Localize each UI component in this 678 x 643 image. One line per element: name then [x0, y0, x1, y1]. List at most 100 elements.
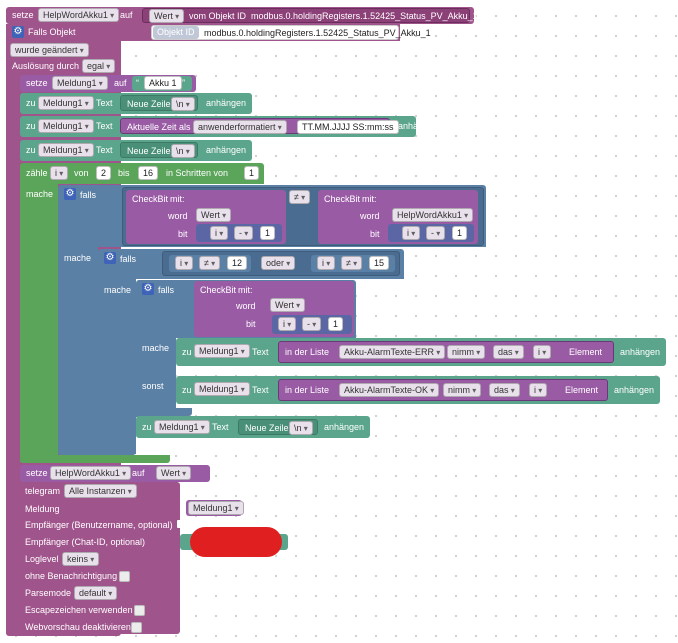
parsemode-dropdown[interactable]: default	[74, 586, 118, 600]
checkbit-block-3[interactable]: CheckBit mit: word Wert bit i - 1	[194, 281, 354, 337]
gear-icon[interactable]: ⚙	[104, 252, 116, 264]
append-block-2[interactable]: zu Meldung1 Text Aktuelle Zeit als anwen…	[20, 116, 438, 137]
var-i-dropdown[interactable]: i	[317, 256, 336, 270]
compare-operator-dropdown[interactable]: ≠	[289, 190, 311, 204]
neq-operator-dropdown[interactable]: ≠	[341, 256, 363, 270]
bit-var-dropdown[interactable]: i	[278, 317, 297, 331]
gear-icon[interactable]: ⚙	[64, 188, 76, 200]
or-block[interactable]: i ≠ 12 oder i ≠ 15	[162, 251, 400, 276]
compare-b-block[interactable]: i ≠ 15	[311, 255, 395, 272]
loop-to-field[interactable]: 16	[138, 166, 159, 180]
append-block-1[interactable]: zu Meldung1 Text Neue Zeile \n anhängen	[20, 93, 252, 114]
one-field[interactable]: 1	[328, 317, 344, 331]
list-err-dropdown[interactable]: Akku-AlarmTexte-ERR	[339, 345, 446, 359]
checkbit-block-1[interactable]: CheckBit mit: word Wert bit i - 1	[126, 190, 286, 244]
newline-block[interactable]: Neue Zeile \n	[238, 419, 318, 435]
loop-var-dropdown[interactable]: i	[50, 166, 69, 180]
preview-checkbox[interactable]	[131, 622, 142, 633]
from-keyword: von	[74, 168, 89, 178]
set-helpword-block-2[interactable]: setze HelpWordAkku1 auf Wert	[20, 465, 210, 482]
value-dropdown[interactable]: Wert	[156, 466, 192, 480]
math-minus-block[interactable]: i - 1	[196, 224, 282, 242]
var-i-dropdown[interactable]: i	[175, 256, 194, 270]
newline-dropdown[interactable]: \n	[289, 421, 313, 435]
var-meldung-dropdown[interactable]: Meldung1	[38, 143, 94, 157]
var-meldung-dropdown[interactable]: Meldung1	[38, 119, 94, 133]
message-var-dropdown[interactable]: Meldung1	[188, 501, 244, 515]
newline-label: Neue Zeile	[127, 146, 171, 156]
recipient-user-socket[interactable]	[177, 520, 182, 528]
var-helpword-dropdown[interactable]: HelpWordAkku1	[50, 466, 132, 480]
set-meldung-block[interactable]: setze Meldung1 auf “ Akku 1 ”	[20, 75, 196, 92]
the-dropdown[interactable]: das	[493, 345, 524, 359]
index-var-dropdown[interactable]: i	[533, 345, 552, 359]
math-minus-block[interactable]: i - 1	[272, 315, 352, 334]
loop-step-field[interactable]: 1	[244, 166, 260, 180]
escape-checkbox[interactable]	[134, 605, 145, 616]
text-akku-field[interactable]: Akku 1	[144, 76, 182, 90]
newline-dropdown[interactable]: \n	[171, 97, 195, 111]
take-dropdown[interactable]: nimm	[443, 383, 482, 397]
value-15-field[interactable]: 15	[369, 256, 390, 270]
value-dropdown[interactable]: Wert	[270, 298, 306, 312]
compare-a-block[interactable]: i ≠ 12	[169, 255, 251, 272]
open-quote: “	[136, 78, 139, 88]
current-time-block[interactable]: Aktuelle Zeit als anwenderformatiert TT.…	[120, 118, 399, 134]
instance-dropdown[interactable]: Alle Instanzen	[64, 484, 137, 498]
var-meldung-dropdown[interactable]: Meldung1	[38, 96, 94, 110]
gear-icon[interactable]: ⚙	[142, 283, 154, 295]
var-meldung-dropdown[interactable]: Meldung1	[154, 420, 210, 434]
text-literal-block[interactable]: “ Akku 1 ”	[132, 76, 192, 91]
append-block-4[interactable]: zu Meldung1 Text Neue Zeile \n anhängen	[136, 416, 370, 438]
set-keyword: setze	[26, 468, 48, 478]
take-dropdown[interactable]: nimm	[447, 345, 486, 359]
object-id-block[interactable]: Objekt ID modbus.0.holdingRegisters.1.52…	[151, 25, 431, 40]
newline-block[interactable]: Neue Zeile \n	[120, 142, 198, 158]
the-dropdown[interactable]: das	[489, 383, 520, 397]
one-field[interactable]: 1	[452, 226, 468, 240]
get-value-block[interactable]: Wert vom Objekt ID modbus.0.holdingRegis…	[142, 8, 478, 23]
var-meldung-dropdown[interactable]: Meldung1	[52, 76, 108, 90]
value-12-field[interactable]: 12	[227, 256, 248, 270]
changed-dropdown[interactable]: wurde geändert	[10, 43, 89, 57]
var-meldung-dropdown[interactable]: Meldung1	[194, 382, 250, 396]
neq-operator-dropdown[interactable]: ≠	[199, 256, 221, 270]
then-append-block[interactable]: zu Meldung1 Text in der Liste Akku-Alarm…	[176, 338, 666, 366]
list-ok-dropdown[interactable]: Akku-AlarmTexte-OK	[339, 383, 440, 397]
set-helpword-block[interactable]: setze HelpWordAkku1 auf Wert vom Objekt …	[6, 7, 478, 24]
silent-checkbox[interactable]	[119, 571, 130, 582]
minus-operator-dropdown[interactable]: -	[234, 226, 254, 240]
bit-var-dropdown[interactable]: i	[402, 226, 421, 240]
one-field[interactable]: 1	[260, 226, 276, 240]
var-helpword-dropdown[interactable]: HelpWordAkku1	[38, 8, 120, 22]
format-input[interactable]: TT.MM.JJJJ SS:mm:ss	[297, 120, 399, 134]
loop-from-field[interactable]: 2	[96, 166, 112, 180]
var-meldung-dropdown[interactable]: Meldung1	[194, 344, 250, 358]
minus-operator-dropdown[interactable]: -	[426, 226, 446, 240]
list-element-block[interactable]: in der Liste Akku-AlarmTexte-ERR nimm da…	[278, 341, 614, 363]
bit-var-dropdown[interactable]: i	[210, 226, 229, 240]
append-block-3[interactable]: zu Meldung1 Text Neue Zeile \n anhängen	[20, 140, 252, 161]
trigger-object-row[interactable]: ⚙ Falls Objekt Objekt ID modbus.0.holdin…	[6, 24, 431, 41]
index-var-dropdown[interactable]: i	[529, 383, 548, 397]
format-dropdown[interactable]: anwenderformatiert	[193, 120, 287, 134]
message-input-block[interactable]: Meldung1	[186, 500, 244, 516]
math-minus-block[interactable]: i - 1	[388, 224, 474, 242]
list-element-block[interactable]: in der Liste Akku-AlarmTexte-OK nimm das…	[278, 379, 608, 401]
gear-icon[interactable]: ⚙	[12, 26, 24, 38]
ausloesung-dropdown[interactable]: egal	[82, 59, 116, 73]
value-dropdown[interactable]: Wert	[149, 9, 185, 23]
loglevel-dropdown[interactable]: keins	[62, 552, 100, 566]
minus-operator-dropdown[interactable]: -	[302, 317, 322, 331]
helpword-dropdown[interactable]: HelpWordAkku1	[392, 208, 474, 222]
newline-block[interactable]: Neue Zeile \n	[120, 95, 198, 111]
newline-dropdown[interactable]: \n	[171, 144, 195, 158]
or-dropdown[interactable]: oder	[261, 256, 296, 270]
value-dropdown[interactable]: Wert	[196, 208, 232, 222]
checkbit-block-2[interactable]: CheckBit mit: word HelpWordAkku1 bit i -…	[318, 190, 478, 244]
object-id-button[interactable]: Objekt ID	[153, 26, 199, 39]
count-loop-block[interactable]: zähle i von 2 bis 16 in Schritten von 1	[20, 163, 264, 184]
telegram-block[interactable]: telegram Alle Instanzen Meldung Empfänge…	[20, 482, 180, 634]
else-append-block[interactable]: zu Meldung1 Text in der Liste Akku-Alarm…	[176, 376, 660, 404]
